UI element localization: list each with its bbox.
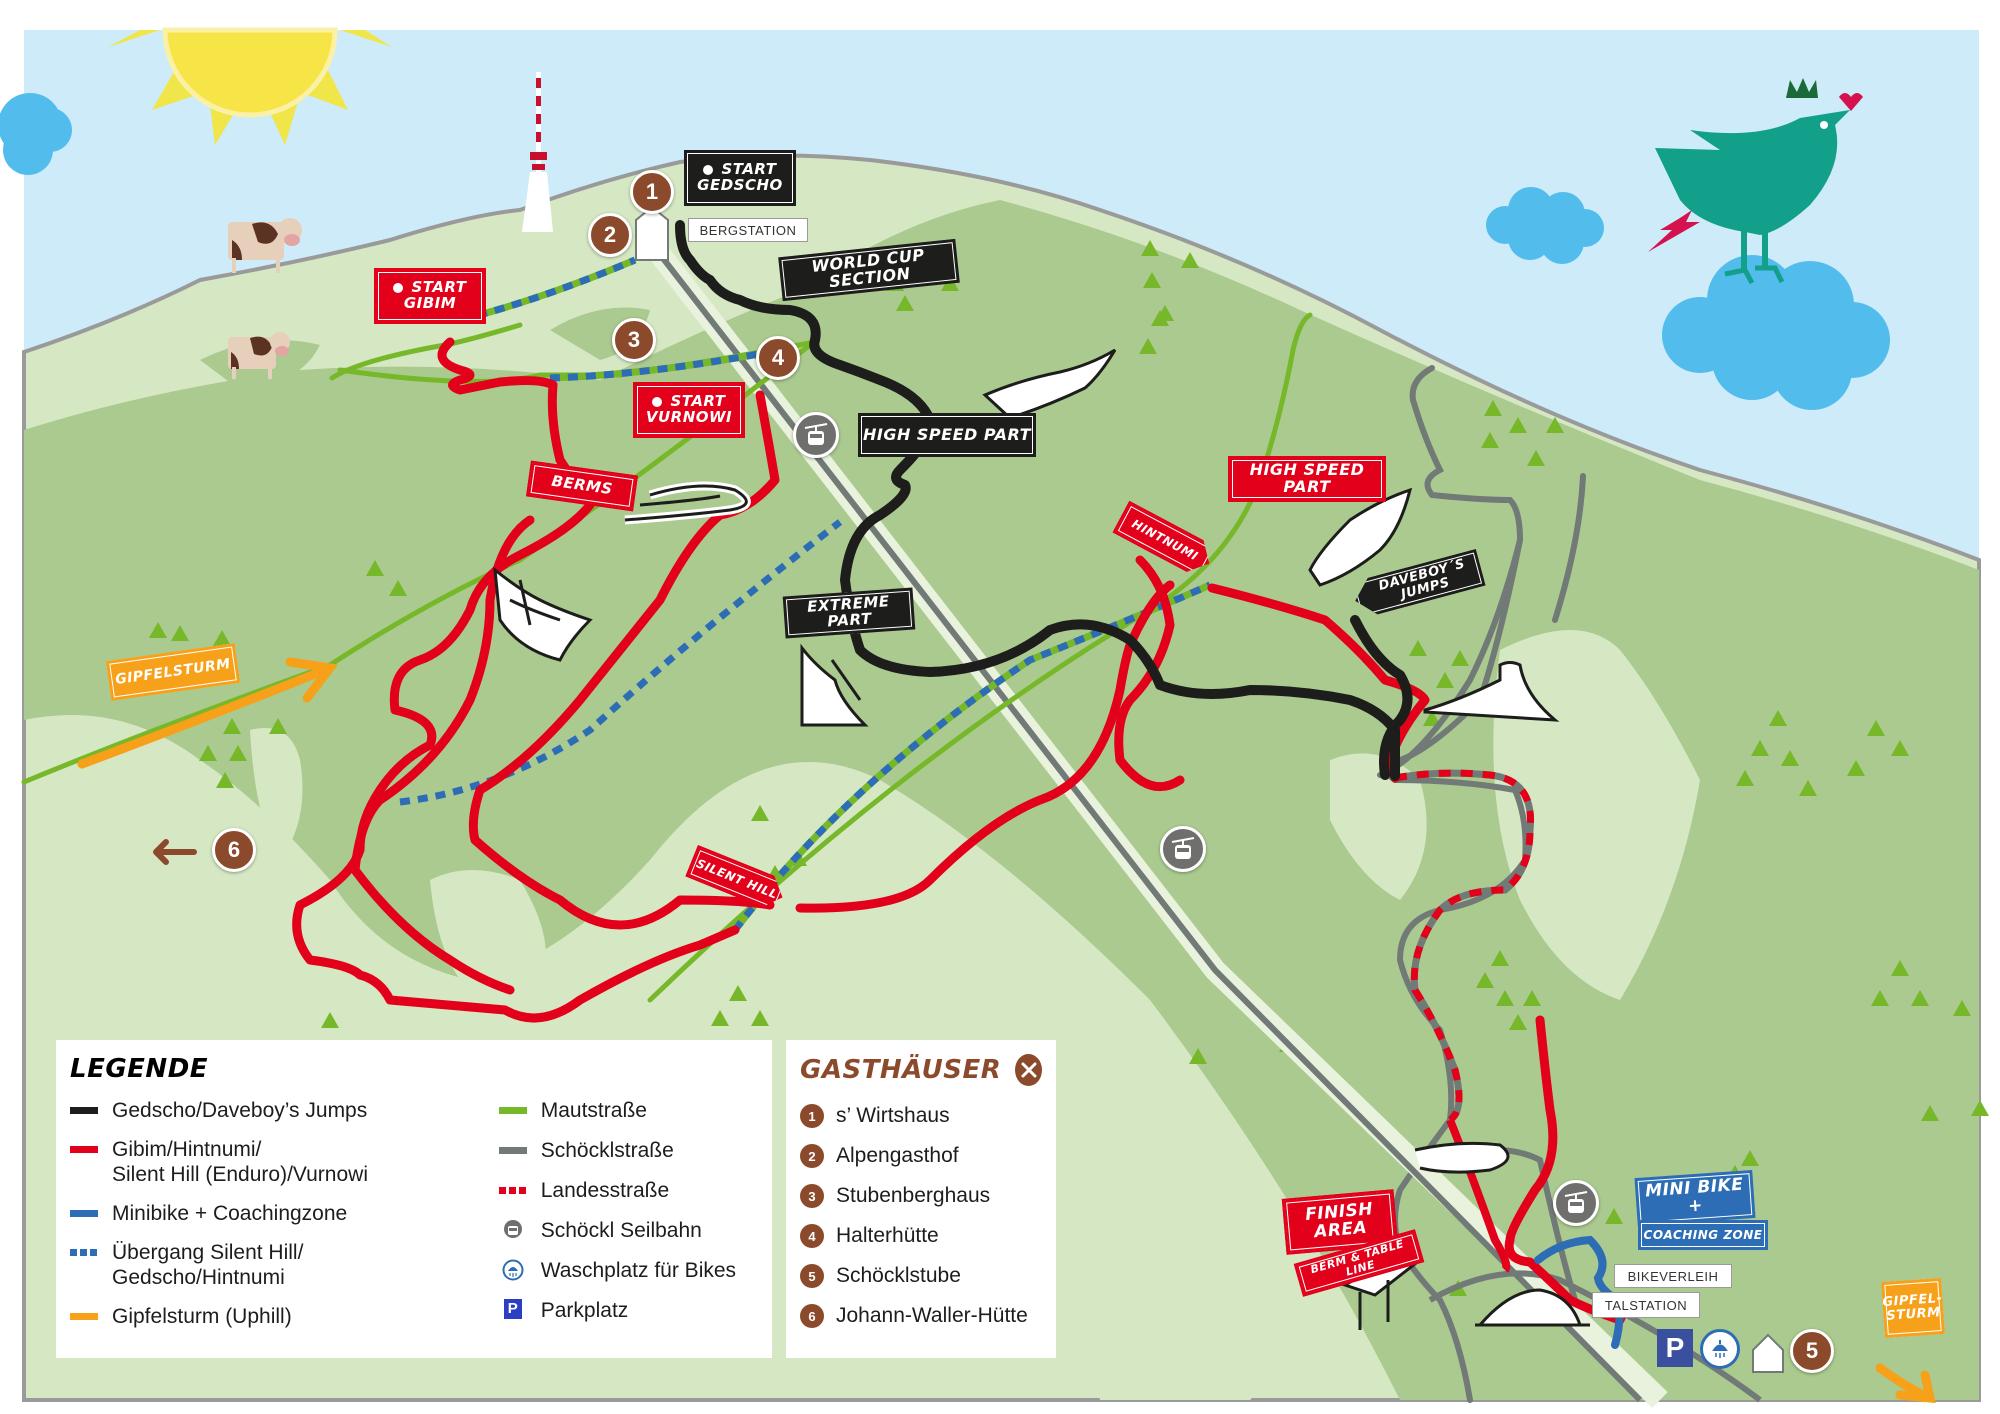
restaurant-marker-4[interactable]: 4 bbox=[756, 336, 800, 380]
restaurant-marker-3[interactable]: 3 bbox=[612, 318, 656, 362]
swatch-blue-dashed bbox=[70, 1249, 98, 1256]
bike-wash-icon bbox=[499, 1259, 527, 1281]
label-bikeverleih: BIKEVERLEIH bbox=[1614, 1264, 1732, 1288]
legend-item-parkplatz: P Parkplatz bbox=[499, 1298, 758, 1323]
swatch-red-dashed bbox=[498, 1187, 527, 1194]
swatch-red bbox=[70, 1146, 98, 1153]
swatch-blue bbox=[70, 1210, 98, 1217]
cable-car-icon[interactable] bbox=[793, 412, 839, 458]
cow-icon bbox=[228, 218, 302, 273]
legend-right-column: Mautstraße Schöcklstraße Landesstraße Sc… bbox=[498, 1098, 758, 1329]
illustration-berm-icon bbox=[624, 481, 751, 525]
start-dot-icon bbox=[652, 396, 663, 407]
legend-item-landesstrasse: Landesstraße bbox=[498, 1178, 758, 1203]
sign-start-gibim: Start Gibim bbox=[374, 268, 486, 324]
cable-car-icon[interactable] bbox=[1160, 826, 1206, 872]
gasthaeuser-title: Gasthäuser bbox=[800, 1055, 1002, 1085]
legend-panel: Legende Gedscho/Daveboy’s Jumps Gibim/Hi… bbox=[56, 1040, 772, 1358]
meadow-light-patch bbox=[250, 630, 1700, 1400]
bergstation-house-icon bbox=[635, 205, 669, 261]
illustration-berm-finish-icon bbox=[1414, 1141, 1510, 1174]
trail-gipfelsturm bbox=[77, 657, 1936, 1404]
illustration-tabletop-icon bbox=[1475, 1288, 1590, 1327]
legend-item-waschplatz: Waschplatz für Bikes bbox=[499, 1258, 758, 1283]
sign-mini-bike: Mini Bike + bbox=[1634, 1169, 1756, 1227]
swatch-grey bbox=[498, 1147, 527, 1154]
bike-wash-icon[interactable] bbox=[1700, 1329, 1740, 1369]
cable-car-icon[interactable] bbox=[1553, 1180, 1599, 1226]
illustration-rocket-rider-icon bbox=[982, 348, 1413, 587]
restaurant-marker-5[interactable]: 5 bbox=[1790, 1329, 1834, 1373]
cloud-icon bbox=[0, 93, 72, 175]
swatch-green bbox=[498, 1107, 527, 1114]
start-dot-icon bbox=[393, 282, 404, 293]
legend-item-blue-dashed: Übergang Silent Hill/Gedscho/Hintnumi bbox=[70, 1240, 499, 1290]
swatch-black bbox=[70, 1107, 98, 1114]
start-dot-icon bbox=[703, 164, 714, 175]
road-schoecklstrasse bbox=[1377, 365, 1586, 1403]
swatch-orange bbox=[70, 1313, 98, 1320]
legend-item-black: Gedscho/Daveboy’s Jumps bbox=[70, 1098, 499, 1123]
restaurant-marker-2[interactable]: 2 bbox=[588, 213, 632, 257]
parking-icon: P bbox=[499, 1299, 527, 1319]
illustration-jump-icon bbox=[1423, 661, 1560, 722]
label-bergstation: BERGSTATION bbox=[688, 218, 808, 242]
restaurant-marker-1[interactable]: 1 bbox=[630, 170, 674, 214]
cutlery-icon bbox=[1015, 1054, 1042, 1086]
talstation-house-icon bbox=[1752, 1333, 1784, 1373]
legend-title: Legende bbox=[70, 1054, 209, 1084]
sign-start-gedscho: Start Gedscho bbox=[684, 150, 796, 206]
legend-item-schoecklstrasse: Schöcklstraße bbox=[498, 1138, 758, 1163]
cow-icon bbox=[228, 332, 290, 379]
transmitter-tower-icon bbox=[522, 72, 553, 232]
sign-coaching-zone: Coaching Zone bbox=[1638, 1220, 1768, 1250]
sign-high-speed-part-black: High Speed Part bbox=[858, 413, 1036, 457]
label-talstation: TALSTATION bbox=[1592, 1292, 1700, 1318]
legend-item-orange: Gipfelsturm (Uphill) bbox=[70, 1304, 499, 1329]
cloud-icon bbox=[1662, 255, 1890, 410]
legend-item-mautstrasse: Mautstraße bbox=[498, 1098, 758, 1123]
cable-car-icon bbox=[499, 1219, 527, 1239]
sign-start-vurnowi: Start Vurnowi bbox=[633, 382, 745, 438]
restaurant-marker-6[interactable]: 6 bbox=[212, 828, 256, 872]
arrow-left-icon bbox=[153, 839, 197, 865]
legend-item-blue: Minibike + Coachingzone bbox=[70, 1201, 499, 1226]
legend-item-seilbahn: Schöckl Seilbahn bbox=[499, 1218, 758, 1243]
cloud-icon bbox=[1486, 187, 1604, 264]
trail-black bbox=[675, 220, 1413, 781]
legend-item-red: Gibim/Hintnumi/Silent Hill (Enduro)/Vurn… bbox=[70, 1137, 499, 1187]
parking-icon[interactable]: P bbox=[1657, 1329, 1693, 1367]
sign-gipfelsturm-right: Gipfel- sturm bbox=[1881, 1277, 1945, 1339]
illustration-rider-icon bbox=[493, 566, 593, 662]
legend-left-column: Gedscho/Daveboy’s Jumps Gibim/Hintnumi/S… bbox=[70, 1098, 499, 1329]
illustration-drop-icon bbox=[800, 643, 869, 727]
sun-icon bbox=[108, 27, 392, 145]
bird-icon bbox=[1648, 78, 1863, 285]
sign-high-speed-part-red: High Speed Part bbox=[1228, 456, 1386, 502]
